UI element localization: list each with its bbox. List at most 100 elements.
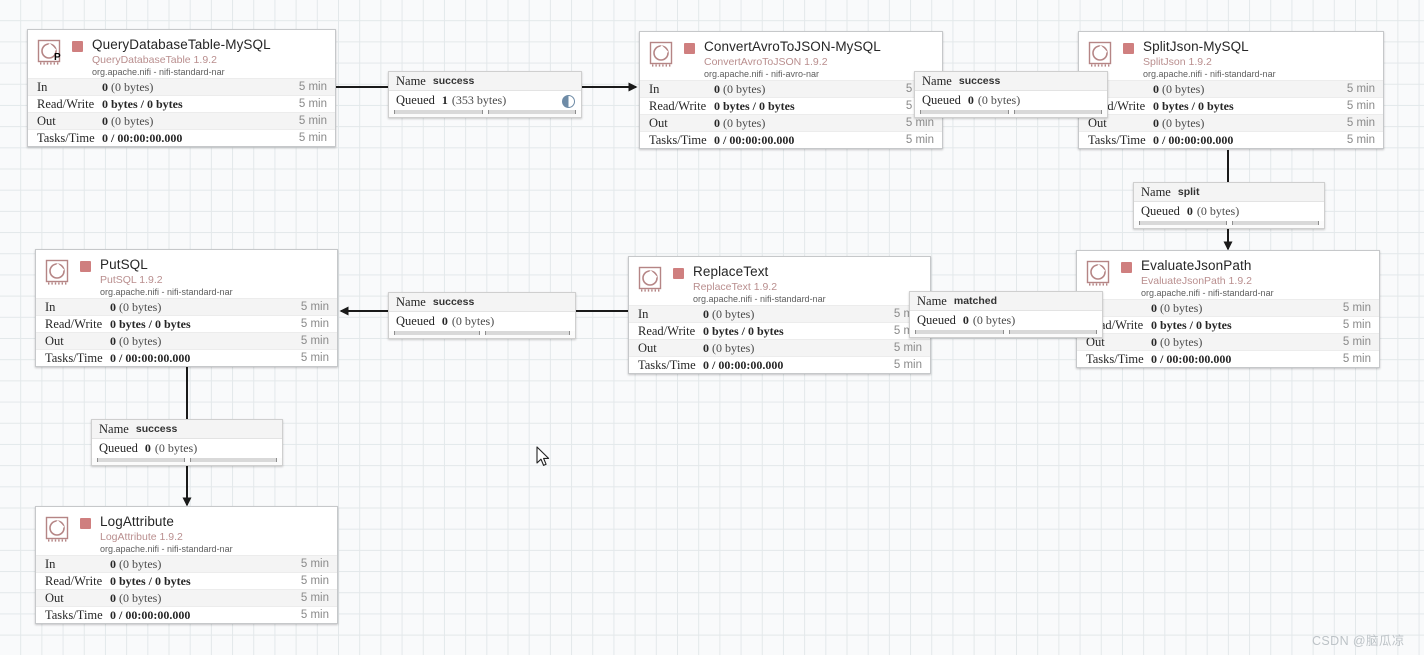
stat-value-out: 0 (0 bytes) [714,115,766,130]
processor-icon: P [37,39,63,65]
stat-value-read-write: 0 bytes / 0 bytes [703,323,784,338]
stopped-status-icon [1121,262,1132,273]
stopped-status-icon [684,43,695,54]
stopped-status-icon [673,268,684,279]
processor-icon [649,41,675,67]
stat-label-out: Out [37,113,56,128]
stat-value-detail-in: (0 bytes) [116,299,162,314]
stat-label-in: In [45,299,56,314]
connection-queued-label: Queued [917,313,956,327]
stat-time-out: 5 min [300,335,329,347]
processor-bundle: org.apache.nifi - nifi-standard-nar [100,286,233,297]
stat-value-read-write: 0 bytes / 0 bytes [110,316,191,331]
stat-value-detail-out: (0 bytes) [116,333,162,348]
stat-time-in: 5 min [300,558,329,570]
connection-size-bar [1231,221,1319,225]
stopped-status-icon [80,261,91,272]
stat-time-read-write: 5 min [298,98,327,110]
stat-label-read-write: Read/Write [649,98,707,113]
processor-name: EvaluateJsonPath [1141,259,1252,273]
primary-node-badge-icon: P [54,52,61,63]
stat-time-tasks-time: 5 min [1342,353,1371,365]
processor-type: LogAttribute 1.9.2 [100,530,183,543]
stat-label-read-write: Read/Write [45,573,103,588]
stat-label-read-write: Read/Write [37,96,95,111]
stat-label-out: Out [1086,334,1105,349]
connection-queued-count: 0 [1186,204,1193,218]
stat-value-tasks-time: 0 / 00:00:00.000 [714,132,795,147]
stat-label-read-write: Read/Write [45,316,103,331]
connection-relationship: matched [953,295,998,307]
connection-queue-row: Queued 0(0 bytes) [910,311,1102,330]
stat-label-tasks-time: Tasks/Time [1086,351,1144,366]
connection-object-bar [915,330,1004,334]
connection-object-bar [394,110,483,114]
connection-name-label: Name [922,73,952,88]
stat-value-detail-in: (0 bytes) [1159,81,1205,96]
processor-name: PutSQL [100,258,148,272]
connection-queued-label: Queued [922,93,961,107]
stat-value-in: 0 (0 bytes) [102,79,154,94]
stat-value-in: 0 (0 bytes) [1151,300,1203,315]
stat-time-in: 5 min [1346,83,1375,95]
connection-queued-count: 0 [441,314,448,328]
connection-relationship: success [432,296,475,308]
stat-label-tasks-time: Tasks/Time [45,607,103,622]
stat-value-read-write: 0 bytes / 0 bytes [102,96,183,111]
stat-time-out: 5 min [905,117,934,129]
connection-queued-label: Queued [396,93,435,107]
stat-time-read-write: 5 min [300,575,329,587]
connection-name-label: Name [1141,184,1171,199]
stat-value-read-write: 0 bytes / 0 bytes [1153,98,1234,113]
stat-value-out: 0 (0 bytes) [110,333,162,348]
stopped-status-icon [72,41,83,52]
connection-object-bar [97,458,185,462]
stat-label-out: Out [45,590,64,605]
stat-label-in: In [649,81,660,96]
stopped-status-icon [80,518,91,529]
processor-type: EvaluateJsonPath 1.9.2 [1141,274,1252,287]
connection-size-bar [189,458,277,462]
stat-value-detail-out: (0 bytes) [720,115,766,130]
connection-queued-label: Queued [1141,204,1180,218]
processor-icon [45,516,71,542]
processor-icon [1086,260,1112,286]
connection-size-bar [484,331,570,335]
connection-queued-bytes: (0 bytes) [972,313,1016,327]
stat-time-out: 5 min [298,115,327,127]
stat-time-tasks-time: 5 min [905,134,934,146]
connection-queued-count: 0 [962,313,969,327]
stat-value-detail-in: (0 bytes) [108,79,154,94]
watermark: CSDN @脑瓜凉 [1312,634,1405,648]
processor-type: PutSQL 1.9.2 [100,273,163,286]
